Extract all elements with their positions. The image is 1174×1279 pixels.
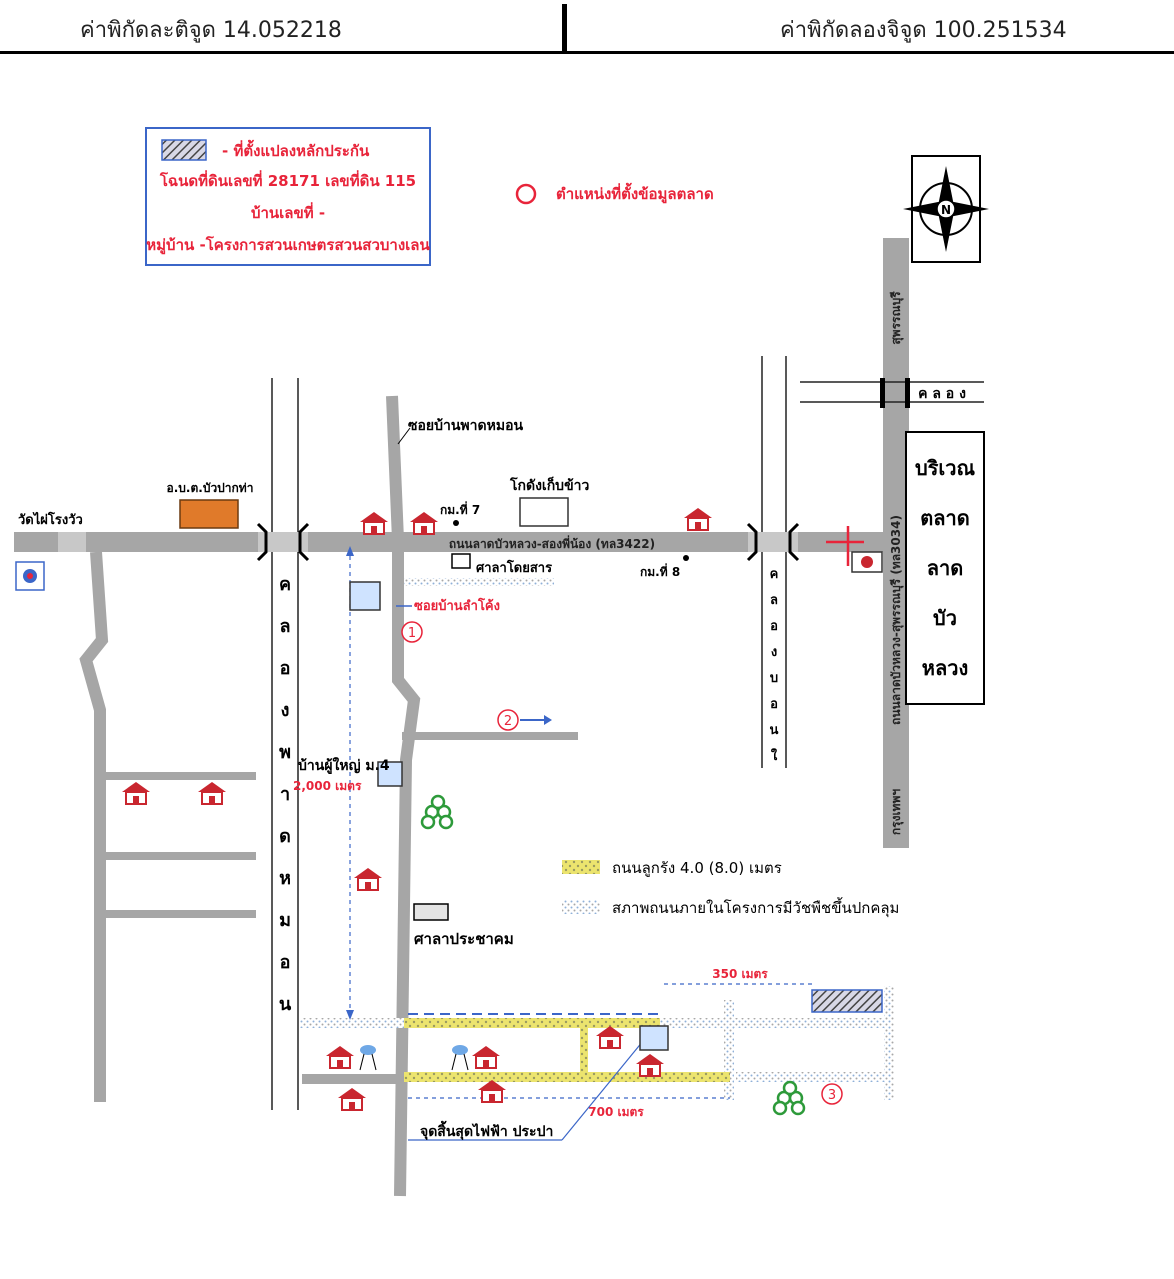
highway-3034 [883,238,909,848]
svg-text:ค: ค [770,567,779,582]
soi-pat-label: ซอยบ้านพาดหมอน [408,418,523,434]
bus-stop-icon [451,553,471,569]
bus-stop-label: ศาลาโดยสาร [476,559,552,576]
svg-text:ลาด: ลาด [927,556,963,580]
svg-text:อ: อ [770,697,778,712]
legend-line-3: บ้านเลขที่ - [251,202,325,222]
hwy-label-bottom: กรุงเทพฯ [889,789,904,835]
overgrown-legend-label: สภาพถนนภายในโครงการมีวัชพืชขึ้นปกคลุม [612,897,899,918]
marker-3 [821,1083,843,1105]
gravel-road-top [404,1018,660,1028]
km7-label: กม.ที่ 7 [440,501,480,517]
hwy-label-top: สุพรรณบุรี [889,291,904,345]
soi-lamkhong-building-icon [349,581,381,611]
headman-label: บ้านผู้ใหญ่ ม.4 [298,756,390,774]
coordinate-header: ค่าพิกัดละติจูด 14.052218 ค่าพิกัดลองจิจ… [0,0,1174,54]
svg-text:น: น [279,994,292,1015]
side-road-2 [402,732,578,740]
km8-label: กม.ที่ 8 [640,563,680,579]
legend-line-4: หมู่บ้าน -โครงการสวนเกษตรสวนสวบางเลน [146,235,430,255]
svg-text:พ: พ [279,742,291,763]
canal-pat-label: คลอ งพา ดหม อน [279,574,292,1015]
rice-barn-label: โกดังเก็บข้าว [509,476,590,494]
longitude-label: ค่าพิกัดลองจิจูด 100.251534 [780,18,1067,43]
header-divider [562,4,567,52]
north-arrow-icon: N [903,155,989,263]
svg-text:3: 3 [828,1088,836,1103]
canal-top-label: ค ล อ ง [918,386,966,402]
market-legend-label: ตำแหน่งที่ตั้งข้อมูลตลาด [556,182,714,204]
svg-text:ห: ห [279,868,291,889]
svg-text:บริเวณ: บริเวณ [915,456,976,480]
svg-text:หลวง: หลวง [922,656,968,680]
svg-text:ด: ด [279,826,291,847]
svg-text:1: 1 [408,626,416,641]
distance-700: 700 เมตร [588,1105,644,1119]
svg-text:2: 2 [504,714,512,729]
canal-bo-label: คลอ งบอ นใ [770,567,779,764]
rice-barn-icon [519,497,569,527]
svg-text:า: า [280,784,290,805]
distance-350: 350 เมตร [712,967,768,981]
main-road-3422 [14,532,884,552]
marker-2 [497,709,519,731]
latitude-label: ค่าพิกัดละติจูด 14.052218 [80,18,342,43]
hwy-label-mid: ถนนลาดบัวหลวง-สุพรรณบุรี (ทล3034) [889,515,904,725]
svg-text:ตลาด: ตลาด [920,506,969,530]
svg-text:อ: อ [280,658,291,679]
market-circle-icon [515,183,537,205]
tree-icon [420,794,454,830]
collateral-hatch-swatch [161,139,207,161]
svg-text:ม: ม [279,910,291,931]
community-hall-icon [413,903,449,921]
gravel-legend-swatch [562,860,600,874]
main-road-label: ถนนลาดบัวหลวง-สองพี่น้อง (ทล3422) [449,535,655,551]
legend-line-2: โฉนดที่ดินเลขที่ 28171 เลขที่ดิน 115 [159,170,416,190]
school-building-icon [179,499,239,529]
distance-2000: 2,000 เมตร [293,779,362,793]
svg-text:บัว: บัว [933,606,957,630]
wat-label: วัดไผ่โรงวัว [18,511,83,528]
svg-text:อ: อ [770,619,778,634]
tree-icon [772,1080,806,1116]
svg-text:ใ: ใ [771,747,778,764]
left-side-road [79,551,109,1102]
marker-1 [401,621,423,643]
overgrown-legend-swatch [562,900,600,914]
gravel-legend-label: ถนนลูกรัง 4.0 (8.0) เมตร [612,859,782,877]
soi-lamkhong-label: ซอยบ้านลำโค้ง [414,597,500,614]
collateral-plot [811,989,883,1013]
legend-line-1: - ที่ตั้งแปลงหลักประกัน [222,139,370,160]
collateral-legend-box: - ที่ตั้งแปลงหลักประกัน โฉนดที่ดินเลขที่… [145,127,431,266]
svg-text:อ: อ [280,952,291,973]
svg-text:น: น [770,723,779,738]
svg-text:ค: ค [279,574,291,595]
soi-pat-mon-road [386,395,421,1197]
school-label: อ.บ.ต.บัวปากท่า [167,481,254,495]
svg-text:ง: ง [281,700,290,721]
svg-text:ล: ล [770,593,778,608]
headman-house-icon [377,761,403,787]
svg-text:ล: ล [279,616,290,637]
svg-text:บ: บ [770,671,778,686]
utility-end-label: จุดสิ้นสุดไฟฟ้า ประปา [420,1120,553,1140]
water-tower-icons [359,1045,469,1071]
svg-text:N: N [941,203,951,217]
community-hall-label: ศาลาประชาคม [414,930,514,948]
svg-text:ง: ง [771,645,777,660]
market-area-box: บริเวณ ตลาด ลาด บัว หลวง [905,431,985,705]
gravel-road-bottom [404,1072,730,1082]
